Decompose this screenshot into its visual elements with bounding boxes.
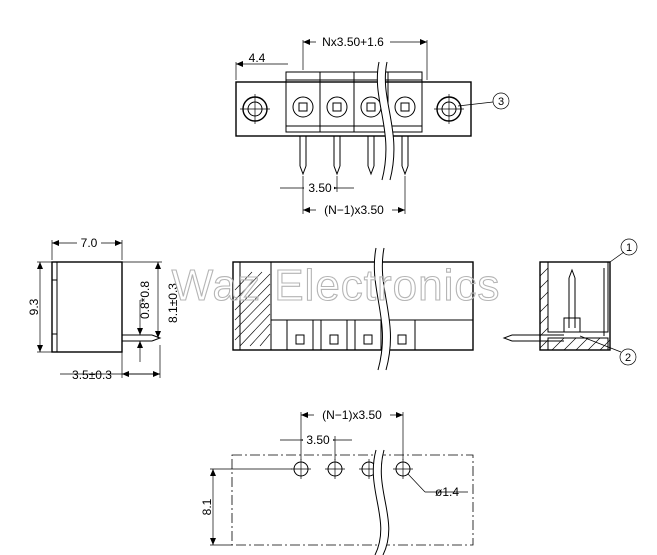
callout-2: 2	[625, 352, 631, 364]
right-mounting-hole	[434, 94, 464, 124]
side-body	[51, 261, 123, 353]
side-view: 9.3 7.0 0.8*0.8 8.1±0.3 3.5±0.3	[27, 236, 180, 382]
section-view: 1 2	[502, 238, 638, 366]
callout-1-circle	[620, 238, 638, 256]
footprint-height-dim: 8.1	[200, 498, 214, 515]
side-depth-dim: 7.0	[81, 236, 98, 250]
section-hatch	[539, 267, 611, 351]
front-hatch	[234, 271, 271, 347]
front-break-line	[373, 247, 391, 371]
callout-3-circle	[492, 92, 510, 110]
side-height-dim: 9.3	[27, 298, 41, 315]
pcb-footprint: (N−1)x3.50 3.50 ø1.4 8.1	[200, 408, 474, 555]
front-view	[232, 247, 474, 371]
top-edge-dim: 4.4	[249, 51, 266, 65]
top-total-length-dim: Nx3.50+1.6	[322, 35, 384, 49]
callout-3: 3	[498, 96, 504, 108]
top-break-line	[376, 61, 395, 181]
top-terminal-cells	[285, 71, 423, 176]
left-mounting-hole	[240, 94, 270, 124]
footprint-pitch-dim: 3.50	[306, 433, 330, 447]
callout-2-circle	[619, 348, 637, 366]
footprint-hole-dim: ø1.4	[435, 485, 459, 499]
side-pin-length-dim: 3.5±0.3	[72, 368, 112, 382]
side-pin-dim: 0.8*0.8	[138, 281, 152, 319]
footprint-break-line	[372, 449, 390, 555]
top-view: Nx3.50+1.6 4.4 3.50 (N−1)x3.50 3	[235, 35, 510, 217]
callout-1: 1	[626, 242, 632, 254]
side-pin-height-dim: 8.1±0.3	[166, 283, 180, 323]
top-span-dim: (N−1)x3.50	[324, 203, 384, 217]
footprint-outline	[231, 454, 474, 546]
footprint-span-dim: (N−1)x3.50	[322, 408, 382, 422]
top-pitch-dim: 3.50	[308, 181, 332, 195]
watermark: Waz Electronics	[172, 261, 501, 310]
